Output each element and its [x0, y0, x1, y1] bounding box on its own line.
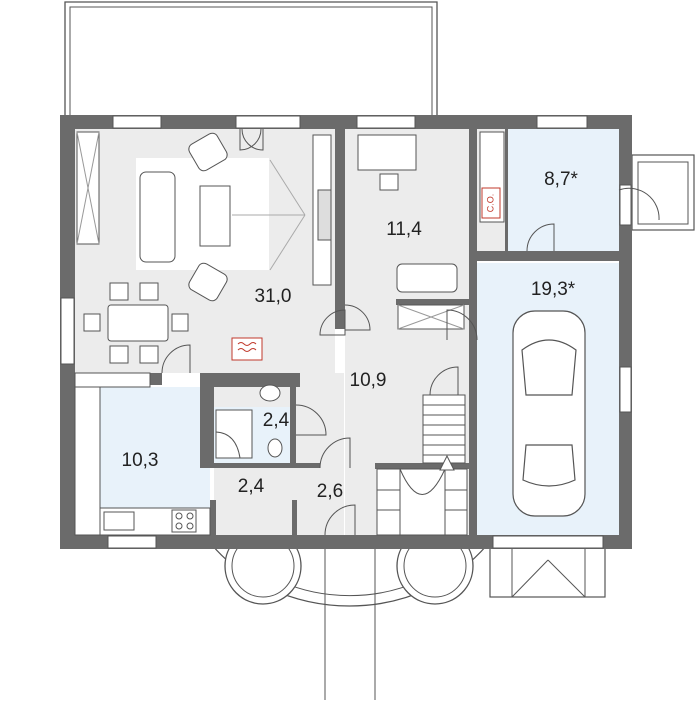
wall-right [619, 115, 632, 549]
room-area-boiler: 8,7* [544, 169, 578, 190]
column [150, 373, 162, 385]
armchair-icon [188, 262, 228, 302]
window [619, 366, 632, 413]
room-area-living: 31,0 [255, 286, 292, 307]
wall-chimney [200, 373, 300, 387]
window [107, 535, 157, 549]
room-area-closet: 2,4 [238, 476, 265, 497]
room-area-vestibule: 2,6 [317, 481, 343, 502]
room-area-kitchen: 10,3 [122, 450, 159, 471]
chair-icon [83, 313, 101, 332]
door [344, 304, 371, 331]
toilet-icon [267, 438, 283, 458]
wall-stair [375, 463, 469, 469]
room-area-office: 11,4 [386, 219, 422, 240]
door [319, 309, 346, 336]
sink-icon [103, 511, 135, 531]
dining-table [107, 304, 169, 342]
sofa-icon [396, 263, 458, 293]
desk [357, 134, 417, 171]
door [241, 128, 264, 151]
chair-icon [379, 173, 399, 191]
washbasin-icon [259, 384, 281, 402]
door [618, 187, 660, 221]
room-labels: 31,0 11,4 8,7* 19,3* 10,9 10,3 2,4 2,4 2… [122, 169, 579, 502]
armchair-icon [188, 132, 228, 172]
terrace [64, 1, 438, 115]
counter [74, 372, 151, 388]
window [60, 297, 75, 365]
wall-wardrobe [396, 299, 469, 305]
wall-bath-right [290, 387, 296, 463]
wall-top [60, 115, 632, 129]
chair-icon [109, 345, 129, 364]
room-area-bath: 2,4 [263, 410, 290, 431]
wall-bath-left [200, 373, 214, 468]
door [446, 309, 478, 341]
chair-icon [109, 282, 129, 301]
chair-icon [139, 282, 159, 301]
boiler-badge: C.O. [485, 194, 495, 213]
coffee-table [199, 185, 231, 247]
room-area-garage: 19,3* [531, 279, 576, 300]
window [235, 115, 301, 129]
door [526, 223, 555, 252]
staircase [376, 394, 468, 536]
arrow-up-icon [439, 454, 455, 471]
door [429, 366, 459, 396]
chair-icon [139, 345, 159, 364]
wall-closet-right [292, 500, 297, 535]
wall-bottom [60, 535, 632, 549]
door [239, 128, 262, 151]
sofa-icon [139, 171, 176, 263]
shower-icon [215, 409, 253, 459]
wall-garage-boiler [477, 251, 619, 261]
radiator-icon [231, 337, 263, 361]
room-area-hall: 10,9 [350, 370, 387, 391]
car-icon [512, 310, 586, 517]
door [324, 504, 356, 536]
window [356, 115, 416, 129]
wall-bath-bottom [210, 463, 320, 468]
entrance-terrace [211, 527, 488, 700]
garage-apron [489, 544, 606, 598]
stove-icon [171, 509, 197, 533]
window [536, 115, 588, 129]
door [295, 404, 327, 436]
counter [74, 386, 101, 536]
chair-icon [171, 313, 189, 332]
windows [60, 115, 632, 549]
window [492, 535, 604, 549]
boiler-icon [481, 187, 501, 219]
side-entrance [631, 154, 695, 231]
wall-boiler [505, 129, 508, 251]
door [319, 437, 351, 469]
wall-hall-garage [469, 129, 477, 535]
wall-closet-left [210, 500, 216, 535]
wall-living-office [335, 129, 345, 329]
window [619, 184, 632, 226]
window [112, 115, 162, 129]
door [161, 344, 191, 374]
